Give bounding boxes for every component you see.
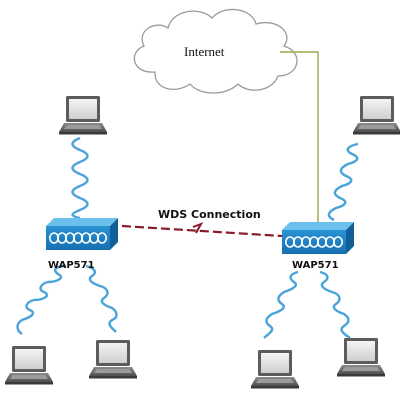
laptop-icon	[251, 350, 299, 389]
wireless-signal-icon	[16, 264, 67, 335]
wireless-signal-icon	[327, 142, 359, 222]
laptop-icon	[59, 96, 107, 135]
laptop-icon	[5, 346, 53, 385]
wireless-signal-icon	[71, 136, 89, 220]
laptop-icon	[89, 340, 137, 379]
internet-uplink	[280, 51, 319, 228]
wds-link	[121, 224, 283, 238]
wireless-signal-icon	[263, 270, 299, 339]
access-point-label: WAP571	[48, 260, 95, 271]
wireless-signal-icon	[85, 264, 118, 333]
wireless-signal-icon	[319, 270, 351, 339]
cloud-icon	[133, 8, 298, 94]
wds-connection-label: WDS Connection	[158, 208, 261, 221]
wds-link-marker	[192, 222, 204, 234]
laptop-icon	[353, 96, 400, 135]
internet-label: Internet	[184, 44, 225, 59]
access-point-label: WAP571	[292, 260, 339, 271]
access-point-icon	[281, 221, 355, 255]
laptop-icon	[337, 338, 385, 377]
access-point-icon	[45, 217, 119, 251]
